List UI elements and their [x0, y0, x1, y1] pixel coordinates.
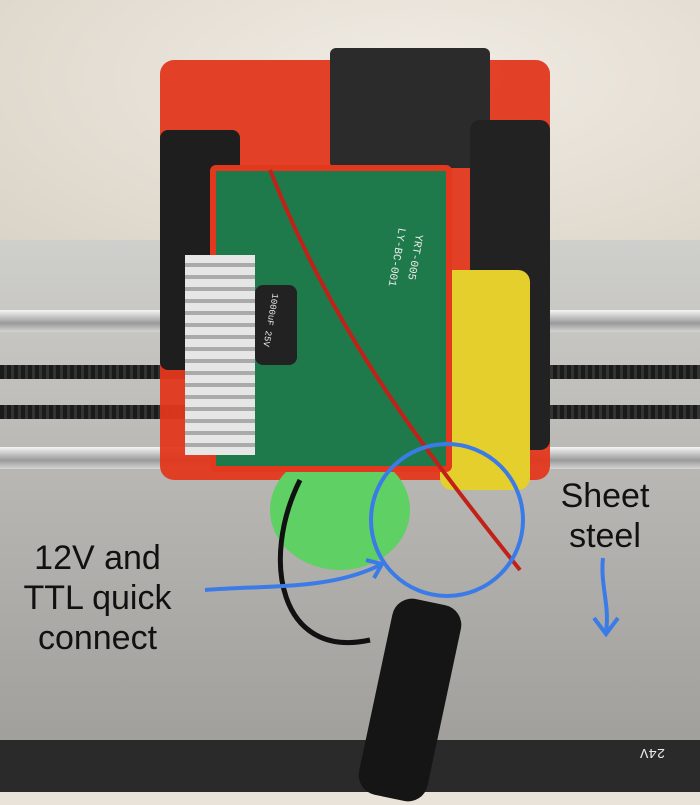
down-arrow-head [592, 616, 620, 638]
capacitor: 1000uF 25V [255, 285, 297, 365]
pointer-arrow [204, 563, 381, 592]
label-line: TTL quick [23, 579, 172, 617]
down-arrow [600, 557, 609, 633]
quick-connect-label: 12V and TTL quick connect [0, 538, 195, 658]
highlight-circle [369, 442, 525, 598]
sheet-steel-label: Sheet steel [540, 476, 670, 556]
bed-frame: 24V [0, 740, 700, 792]
wire-black [278, 478, 371, 645]
pointer-arrow-head [365, 558, 386, 579]
wire-red [268, 169, 522, 572]
label-line: steel [569, 517, 641, 555]
label-line: connect [37, 619, 158, 657]
extruder-motor [330, 48, 490, 168]
label-line: 12V and [34, 539, 161, 577]
label-line: Sheet [560, 477, 650, 515]
heatsink [185, 255, 255, 455]
